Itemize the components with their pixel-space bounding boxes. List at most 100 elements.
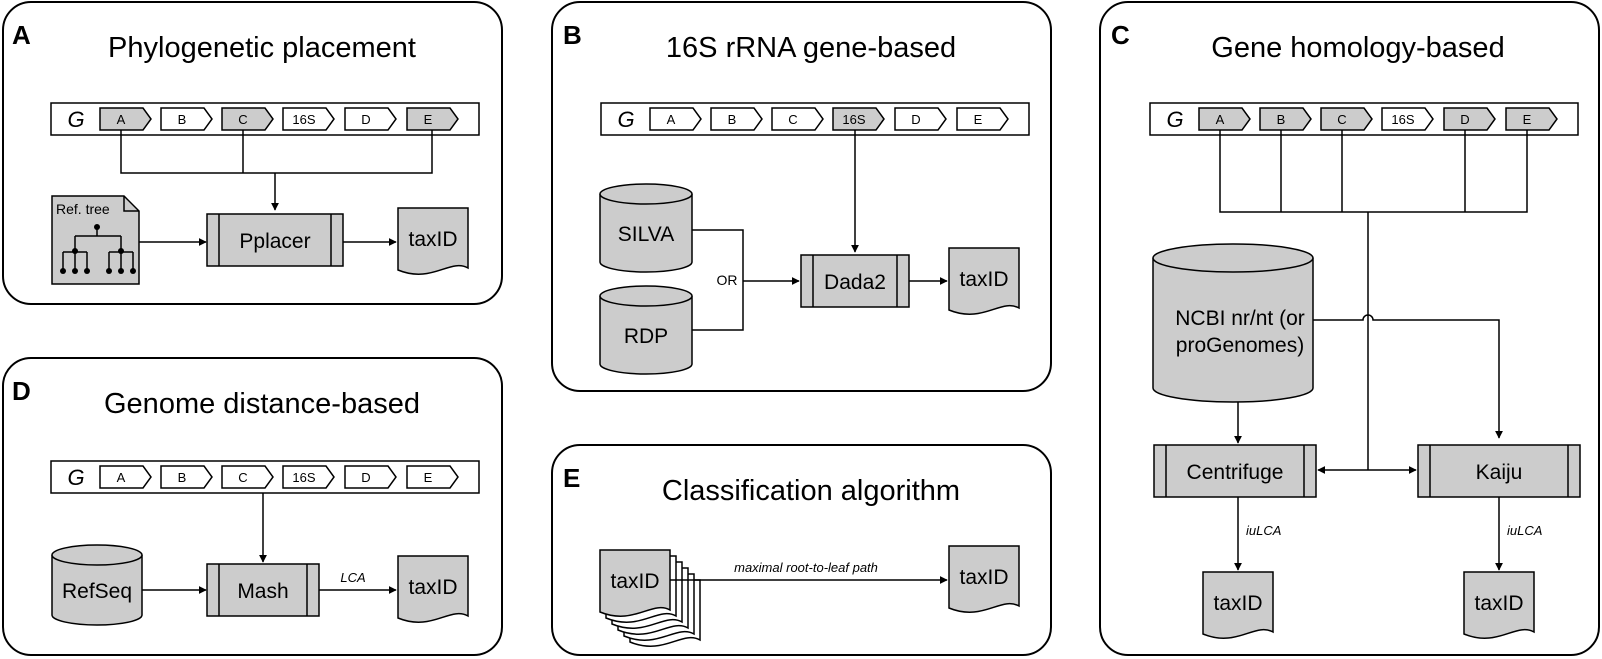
- panel-c-title: Gene homology-based: [1211, 32, 1504, 64]
- dada2-process: Dada2: [800, 254, 910, 308]
- arrow-db-to-kaiju: [1313, 314, 1503, 439]
- taxid-doc-b: taxID: [948, 247, 1020, 315]
- gene-connector: [1219, 130, 1528, 213]
- kaiju-process: Kaiju: [1417, 444, 1581, 498]
- mash-label: Mash: [237, 580, 288, 603]
- gene-label: E: [974, 112, 983, 127]
- gene-b: B: [160, 465, 213, 489]
- root-to-leaf-label: maximal root-to-leaf path: [734, 560, 878, 575]
- gene-label: B: [178, 112, 187, 127]
- mash-process: Mash: [206, 563, 320, 617]
- gene-label: E: [1523, 112, 1532, 127]
- gene-e: E: [406, 107, 459, 131]
- gene-a: A: [649, 107, 702, 131]
- taxid-output-label: taxID: [959, 566, 1008, 589]
- centrifuge-process: Centrifuge: [1153, 444, 1317, 498]
- pplacer-process: Pplacer: [206, 213, 344, 267]
- taxid-label: taxID: [1213, 592, 1262, 615]
- gene-label: D: [1460, 112, 1469, 127]
- ncbi-label-line2: proGenomes): [1176, 334, 1304, 357]
- genome-label: G: [617, 107, 634, 132]
- rdp-label: RDP: [624, 325, 668, 348]
- db-merge-connector: [692, 229, 744, 331]
- genome-label: G: [67, 107, 84, 132]
- ncbi-label-line1: NCBI nr/nt (or: [1175, 307, 1305, 330]
- taxid-stack: taxID: [599, 549, 701, 647]
- silva-label: SILVA: [618, 223, 674, 246]
- gene-16s: 16S: [282, 107, 335, 131]
- panel-a-letter: A: [12, 20, 31, 50]
- genome-bar-d: G A B C 16S D E: [50, 460, 480, 494]
- gene-16s: 16S: [282, 465, 335, 489]
- gene-a: A: [99, 465, 152, 489]
- dada2-label: Dada2: [824, 271, 886, 294]
- gene-d: D: [894, 107, 947, 131]
- gene-16s: 16S: [832, 107, 885, 131]
- gene-label: B: [178, 470, 187, 485]
- genome-bar-c: G A B C 16S D E: [1149, 102, 1579, 136]
- gene-connector: [120, 130, 433, 174]
- gene-label: C: [238, 470, 247, 485]
- iulca-label-2: iuLCA: [1507, 523, 1542, 538]
- panel-c-letter: C: [1111, 20, 1130, 50]
- taxid-label: taxID: [408, 576, 457, 599]
- ref-tree-doc: Ref. tree: [51, 195, 140, 285]
- rdp-db: RDP: [599, 285, 693, 375]
- refseq-db: RefSeq: [51, 544, 143, 626]
- genome-label: G: [1166, 107, 1183, 132]
- taxid-doc-d: taxID: [397, 555, 469, 623]
- panel-d: D Genome distance-based G A B C 16S D E …: [2, 357, 503, 656]
- gene-label: 16S: [292, 112, 315, 127]
- gene-label: D: [361, 470, 370, 485]
- panel-e: E Classification algorithm taxID maximal…: [551, 444, 1052, 656]
- gene-d: D: [1443, 107, 1496, 131]
- iulca-label-1: iuLCA: [1246, 523, 1281, 538]
- panel-b: B 16S rRNA gene-based G A B C 16S D E SI…: [551, 1, 1052, 392]
- gene-b: B: [160, 107, 213, 131]
- taxid-doc-c1: taxID: [1202, 571, 1274, 639]
- genome-bar-a: G A B C 16S D E: [50, 102, 480, 136]
- gene-label: C: [238, 112, 247, 127]
- gene-b: B: [1259, 107, 1312, 131]
- pplacer-label: Pplacer: [239, 230, 310, 253]
- refseq-label: RefSeq: [62, 580, 132, 603]
- ncbi-db: NCBI nr/nt (or proGenomes): [1152, 243, 1314, 403]
- gene-label: B: [728, 112, 737, 127]
- panel-e-letter: E: [563, 463, 580, 493]
- taxid-label: taxID: [408, 228, 457, 251]
- gene-c: C: [1320, 107, 1373, 131]
- gene-label: E: [424, 470, 433, 485]
- panel-d-letter: D: [12, 376, 31, 406]
- taxid-input-label: taxID: [610, 570, 659, 593]
- gene-label: A: [117, 470, 126, 485]
- gene-e: E: [956, 107, 1009, 131]
- ref-tree-label: Ref. tree: [56, 201, 110, 217]
- gene-label: C: [1337, 112, 1346, 127]
- gene-label: 16S: [1391, 112, 1414, 127]
- taxid-doc-c2: taxID: [1463, 571, 1535, 639]
- taxid-doc-e: taxID: [948, 545, 1020, 613]
- or-label: OR: [717, 272, 738, 288]
- gene-a: A: [99, 107, 152, 131]
- gene-label: 16S: [842, 112, 865, 127]
- taxid-label: taxID: [1474, 592, 1523, 615]
- gene-label: D: [361, 112, 370, 127]
- gene-c: C: [771, 107, 824, 131]
- gene-label: A: [117, 112, 126, 127]
- silva-db: SILVA: [599, 183, 693, 273]
- gene-label: C: [788, 112, 797, 127]
- panel-a-title: Phylogenetic placement: [108, 32, 416, 64]
- gene-16s: 16S: [1381, 107, 1434, 131]
- gene-label: D: [911, 112, 920, 127]
- gene-label: A: [667, 112, 676, 127]
- kaiju-label: Kaiju: [1476, 461, 1523, 484]
- gene-d: D: [344, 465, 397, 489]
- tree-icon: [60, 224, 136, 274]
- gene-c: C: [221, 107, 274, 131]
- panel-b-letter: B: [563, 20, 582, 50]
- taxid-label: taxID: [959, 268, 1008, 291]
- gene-label: 16S: [292, 470, 315, 485]
- centrifuge-label: Centrifuge: [1187, 461, 1284, 484]
- gene-label: B: [1277, 112, 1286, 127]
